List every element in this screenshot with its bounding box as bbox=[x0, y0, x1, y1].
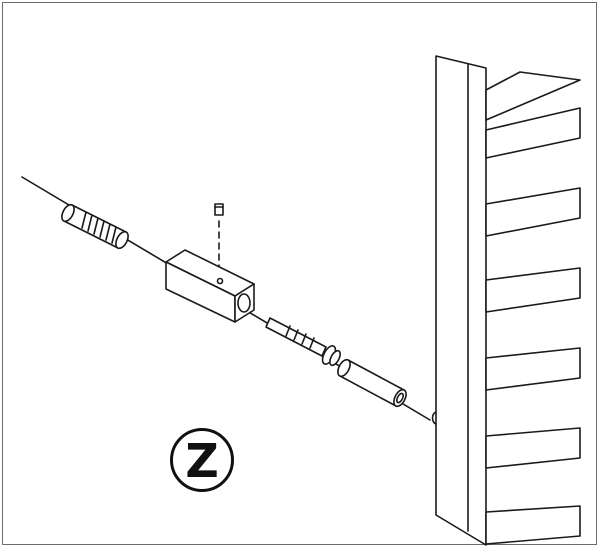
radiator-bars bbox=[485, 71, 581, 545]
radiator-column bbox=[435, 55, 487, 546]
threaded-screw bbox=[265, 317, 341, 367]
wall-anchor bbox=[61, 203, 129, 250]
step-label-letter: Z bbox=[185, 434, 219, 488]
connector-block bbox=[165, 249, 255, 323]
spacer-sleeve bbox=[337, 358, 407, 408]
set-screw bbox=[214, 203, 224, 271]
step-label-badge: Z bbox=[170, 428, 234, 492]
